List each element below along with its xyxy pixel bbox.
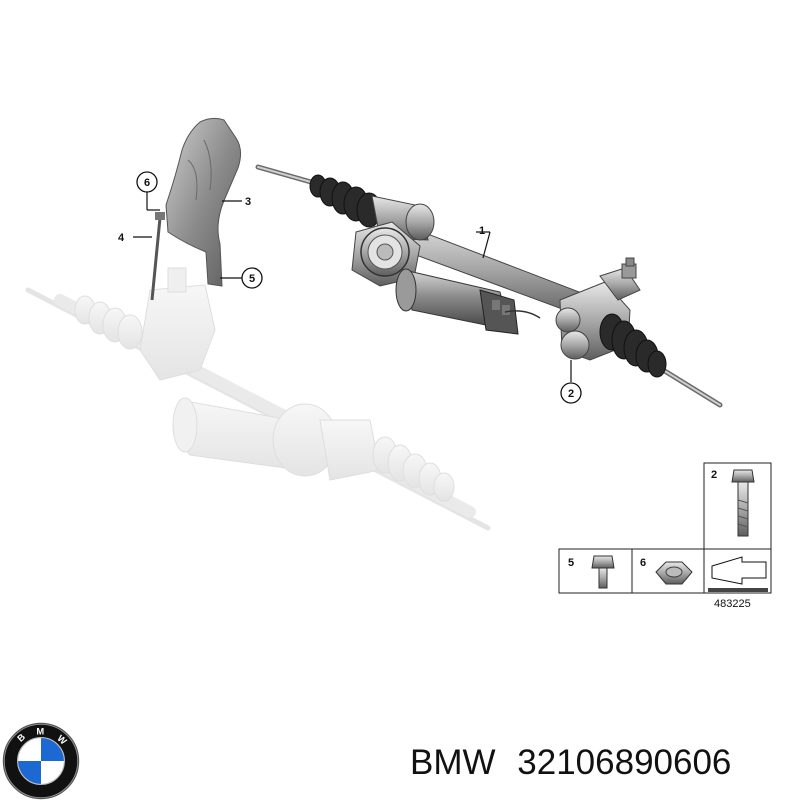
product-caption: BMW 32106890606 [410, 738, 731, 788]
callout-3-label: 3 [245, 196, 251, 208]
hardware-cell-6-label: 6 [640, 557, 646, 569]
callout-2-label: 2 [568, 388, 574, 400]
heat-shield [165, 117, 242, 287]
callout-1: 1 [476, 225, 491, 259]
hardware-table: 2 5 6 483225 [558, 462, 772, 610]
callout-2: 2 [560, 360, 582, 404]
bmw-logo: B M W [2, 722, 80, 800]
caption-brand: BMW [410, 743, 496, 782]
callout-1-label: 1 [479, 225, 485, 237]
callout-6-label: 6 [144, 177, 150, 189]
callout-4: 4 [118, 232, 152, 244]
direction-arrow-icon [708, 556, 768, 592]
ghosted-steering-rack [25, 267, 491, 531]
callout-4-label: 4 [118, 232, 125, 244]
caption-part-number: 32106890606 [517, 743, 732, 782]
flange-bolt-short [591, 555, 615, 589]
callout-6: 6 [136, 171, 160, 211]
hex-bolt-long [731, 469, 755, 537]
svg-text:B: B [15, 732, 27, 744]
drawing-number: 483225 [714, 598, 751, 610]
callout-5-label: 5 [249, 273, 255, 285]
callout-3: 3 [222, 196, 251, 208]
hex-flange-nut [655, 561, 693, 585]
steering-rack-assembly [255, 164, 723, 408]
svg-text:M: M [36, 726, 44, 736]
hardware-cell-5-label: 5 [568, 557, 574, 569]
hardware-cell-2-label: 2 [711, 469, 717, 481]
callout-5: 5 [220, 267, 263, 289]
heat-shield-stud [150, 212, 165, 301]
